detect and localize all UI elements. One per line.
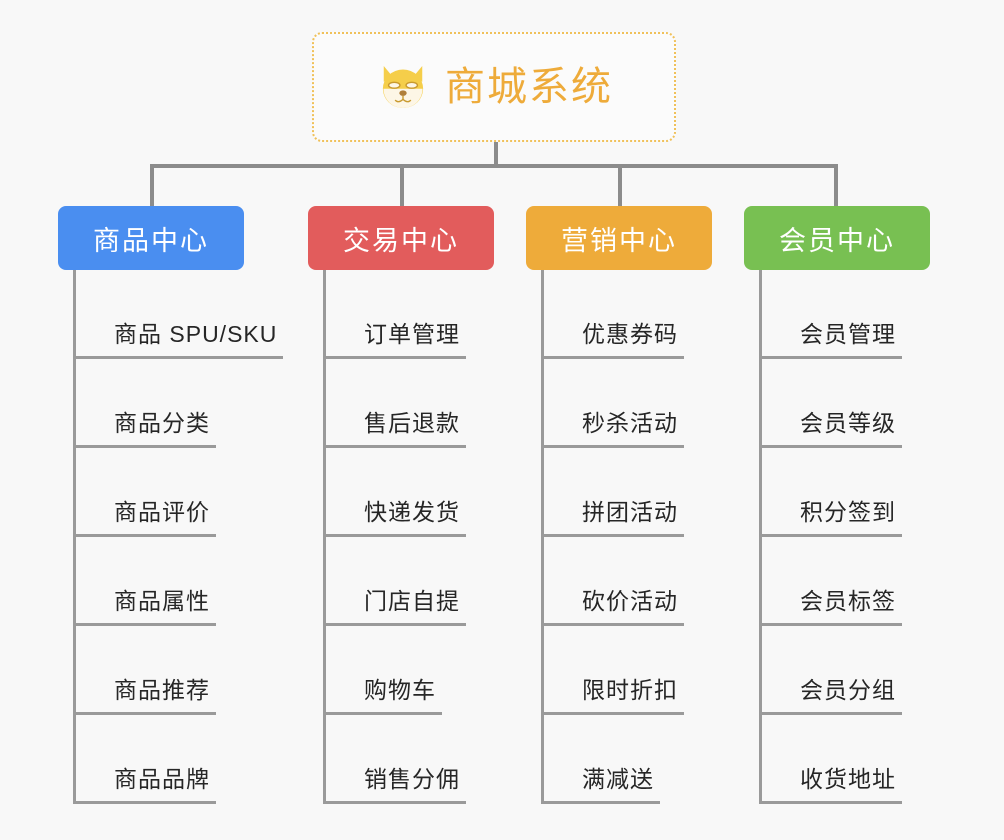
branch-body-3: 优惠券码 秒杀活动 拼团活动 砍价活动 限时折扣 满减送 bbox=[541, 270, 712, 804]
list-item-label: 快递发货 bbox=[358, 493, 466, 537]
list-item[interactable]: 会员标签 bbox=[762, 537, 930, 626]
leaf-connector bbox=[326, 712, 364, 715]
list-item[interactable]: 会员分组 bbox=[762, 626, 930, 715]
branch-trade-center: 交易中心 订单管理 售后退款 快递发货 门店自提 购物车 销售分佣 bbox=[308, 206, 494, 804]
leaf-connector bbox=[544, 356, 582, 359]
list-item[interactable]: 订单管理 bbox=[326, 270, 494, 359]
root-node[interactable]: 商城系统 bbox=[312, 32, 676, 142]
connector-root-stem bbox=[494, 142, 498, 166]
leaf-connector bbox=[762, 712, 800, 715]
list-item-label: 会员管理 bbox=[794, 315, 902, 359]
list-item-label: 积分签到 bbox=[794, 493, 902, 537]
leaf-connector bbox=[544, 445, 582, 448]
list-item-label: 会员标签 bbox=[794, 582, 902, 626]
list-item[interactable]: 商品分类 bbox=[76, 359, 283, 448]
list-item[interactable]: 会员管理 bbox=[762, 270, 930, 359]
list-item[interactable]: 商品 SPU/SKU bbox=[76, 270, 284, 359]
list-item[interactable]: 购物车 bbox=[326, 626, 494, 715]
leaf-connector bbox=[544, 623, 582, 626]
dog-face-icon bbox=[375, 59, 431, 115]
list-item[interactable]: 收货地址 bbox=[762, 715, 930, 804]
list-item[interactable]: 优惠券码 bbox=[544, 270, 712, 359]
leaf-connector bbox=[76, 445, 114, 448]
branch-header-1[interactable]: 商品中心 bbox=[58, 206, 244, 270]
list-item-label: 秒杀活动 bbox=[576, 404, 684, 448]
connector-drop-3 bbox=[618, 164, 622, 206]
list-item[interactable]: 门店自提 bbox=[326, 537, 494, 626]
connector-horizontal-bus bbox=[150, 164, 838, 168]
leaf-connector bbox=[762, 445, 800, 448]
connector-drop-4 bbox=[834, 164, 838, 206]
leaf-connector bbox=[544, 801, 582, 804]
list-item[interactable]: 销售分佣 bbox=[326, 715, 494, 804]
list-item-label: 商品分类 bbox=[108, 404, 216, 448]
list-item[interactable]: 会员等级 bbox=[762, 359, 930, 448]
list-item-label: 门店自提 bbox=[358, 582, 466, 626]
list-item-label: 收货地址 bbox=[794, 760, 902, 804]
list-item[interactable]: 商品推荐 bbox=[76, 626, 283, 715]
leaf-connector bbox=[326, 445, 364, 448]
list-item-label: 售后退款 bbox=[358, 404, 466, 448]
list-item-label: 购物车 bbox=[358, 671, 442, 715]
connector-drop-2 bbox=[400, 164, 404, 206]
list-item[interactable]: 积分签到 bbox=[762, 448, 930, 537]
list-item[interactable]: 售后退款 bbox=[326, 359, 494, 448]
branch-body-2: 订单管理 售后退款 快递发货 门店自提 购物车 销售分佣 bbox=[323, 270, 494, 804]
leaf-connector bbox=[326, 623, 364, 626]
leaf-connector bbox=[762, 623, 800, 626]
leaf-connector bbox=[76, 801, 114, 804]
branch-header-2[interactable]: 交易中心 bbox=[308, 206, 494, 270]
list-item-label: 商品评价 bbox=[108, 493, 216, 537]
branch-body-4: 会员管理 会员等级 积分签到 会员标签 会员分组 收货地址 bbox=[759, 270, 930, 804]
root-title: 商城系统 bbox=[445, 65, 613, 109]
branch-product-center: 商品中心 商品 SPU/SKU 商品分类 商品评价 商品属性 商品推荐 商品品牌 bbox=[58, 206, 284, 804]
list-item-label: 拼团活动 bbox=[576, 493, 684, 537]
branch-marketing-center: 营销中心 优惠券码 秒杀活动 拼团活动 砍价活动 限时折扣 满减送 bbox=[526, 206, 712, 804]
list-item[interactable]: 拼团活动 bbox=[544, 448, 712, 537]
leaf-connector bbox=[76, 712, 114, 715]
list-item-label: 会员分组 bbox=[794, 671, 902, 715]
list-item-label: 满减送 bbox=[576, 760, 660, 804]
list-item-label: 限时折扣 bbox=[576, 671, 684, 715]
list-item[interactable]: 商品评价 bbox=[76, 448, 283, 537]
leaf-connector bbox=[76, 623, 114, 626]
leaf-connector bbox=[76, 534, 114, 537]
list-item[interactable]: 秒杀活动 bbox=[544, 359, 712, 448]
list-item-label: 砍价活动 bbox=[576, 582, 684, 626]
branch-member-center: 会员中心 会员管理 会员等级 积分签到 会员标签 会员分组 收货地址 bbox=[744, 206, 930, 804]
leaf-connector bbox=[762, 801, 800, 804]
branch-header-3[interactable]: 营销中心 bbox=[526, 206, 712, 270]
list-item[interactable]: 快递发货 bbox=[326, 448, 494, 537]
list-item-label: 商品 SPU/SKU bbox=[108, 315, 284, 359]
list-item[interactable]: 满减送 bbox=[544, 715, 712, 804]
leaf-connector bbox=[326, 356, 364, 359]
leaf-connector bbox=[326, 801, 364, 804]
list-item[interactable]: 商品品牌 bbox=[76, 715, 283, 804]
list-item-label: 商品品牌 bbox=[108, 760, 216, 804]
leaf-connector bbox=[76, 356, 114, 359]
branch-body-1: 商品 SPU/SKU 商品分类 商品评价 商品属性 商品推荐 商品品牌 bbox=[73, 270, 284, 804]
list-item-label: 会员等级 bbox=[794, 404, 902, 448]
leaf-connector bbox=[762, 356, 800, 359]
list-item-label: 订单管理 bbox=[358, 315, 466, 359]
leaf-connector bbox=[326, 534, 364, 537]
list-item[interactable]: 商品属性 bbox=[76, 537, 283, 626]
list-item-label: 商品推荐 bbox=[108, 671, 216, 715]
list-item-label: 商品属性 bbox=[108, 582, 216, 626]
leaf-connector bbox=[544, 534, 582, 537]
branch-header-4[interactable]: 会员中心 bbox=[744, 206, 930, 270]
connector-drop-1 bbox=[150, 164, 154, 206]
leaf-connector bbox=[544, 712, 582, 715]
list-item[interactable]: 限时折扣 bbox=[544, 626, 712, 715]
list-item-label: 优惠券码 bbox=[576, 315, 684, 359]
list-item-label: 销售分佣 bbox=[358, 760, 466, 804]
list-item[interactable]: 砍价活动 bbox=[544, 537, 712, 626]
leaf-connector bbox=[762, 534, 800, 537]
